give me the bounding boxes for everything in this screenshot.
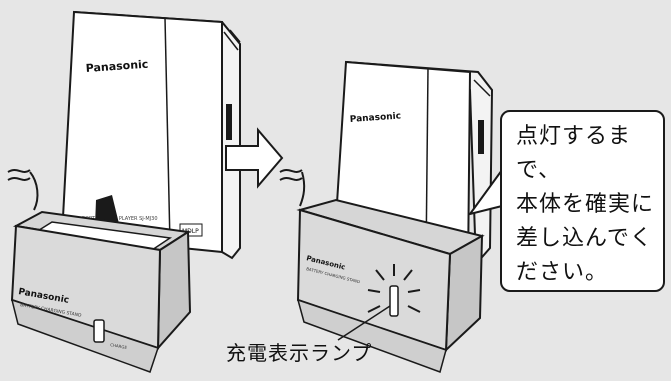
callout-pointer bbox=[467, 169, 503, 216]
left-player: Panasonic PORTABLE MD PLAYER SJ-MJ30 MDL… bbox=[60, 10, 241, 260]
instruction-callout: 点灯するまで、 本体を確実に 差し込んでく ださい。 bbox=[500, 110, 665, 292]
right-arrow-icon bbox=[225, 127, 284, 189]
left-player-brand: Panasonic bbox=[85, 58, 148, 75]
left-charge-lamp bbox=[93, 319, 105, 343]
right-scene: Panasonic Panasonic BATTERY CHARGING STA… bbox=[279, 60, 503, 373]
glow-rays-icon bbox=[367, 264, 421, 313]
left-charger: Panasonic BATTERY CHARGING STAND CHARGE bbox=[10, 210, 192, 373]
left-player-model: PORTABLE MD PLAYER SJ-MJ30 bbox=[82, 216, 158, 222]
right-charger: Panasonic BATTERY CHARGING STAND bbox=[296, 198, 485, 373]
right-charge-lamp bbox=[389, 285, 399, 317]
right-player-brand: Panasonic bbox=[350, 111, 402, 125]
right-cable-icon bbox=[279, 169, 306, 207]
left-charge-lamp-label: CHARGE bbox=[110, 342, 128, 350]
lamp-leader-line bbox=[337, 305, 391, 341]
charge-lamp-label: 充電表示ランプ bbox=[226, 341, 373, 365]
left-cable-icon bbox=[7, 169, 39, 211]
left-scene: Panasonic PORTABLE MD PLAYER SJ-MJ30 MDL… bbox=[7, 10, 241, 373]
